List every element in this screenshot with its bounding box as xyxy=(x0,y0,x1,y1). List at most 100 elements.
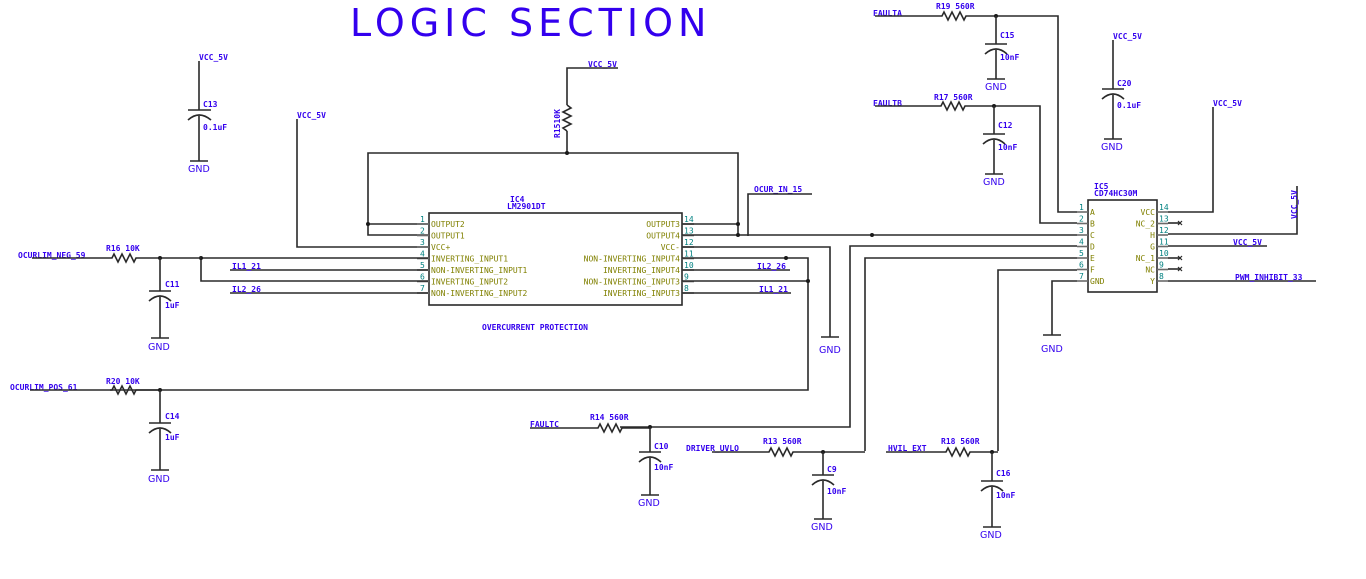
r18-label: R18 560R xyxy=(941,437,980,446)
capacitor-c12[interactable]: C12 10nF GND xyxy=(982,106,1017,188)
capacitor-c11[interactable]: C11 1uF GND xyxy=(148,258,180,353)
pin-name: D xyxy=(1090,243,1095,252)
resistor-r16[interactable]: OCURLIM_NEG_59 R16 10K xyxy=(18,244,201,264)
r20-label: R20 10K xyxy=(106,377,140,386)
c16-ref: C16 xyxy=(996,469,1011,478)
pin-number: 1 xyxy=(1079,203,1084,212)
gnd-label: GND xyxy=(638,498,660,509)
pin-11[interactable]: 11G xyxy=(1150,238,1169,252)
c14-ref: C14 xyxy=(165,412,180,421)
c11-value: 1uF xyxy=(165,301,180,310)
net-label-vcc: VCC_5V xyxy=(1233,238,1262,247)
pin-number: 1 xyxy=(420,215,425,224)
resistor-r13[interactable]: DRIVER_UVLO R13 560R xyxy=(686,437,865,458)
pin-number: 2 xyxy=(420,227,425,236)
pin-number: 9 xyxy=(1159,261,1164,270)
ic4-vcc-net: VCC_5V xyxy=(296,111,428,248)
pin-name: VCC xyxy=(1141,208,1156,217)
net-label-ocurlim-pos: OCURLIM_POS_61 xyxy=(10,383,78,392)
c20-value: 0.1uF xyxy=(1117,101,1141,110)
pin-name: G xyxy=(1150,243,1155,252)
pin-number: 2 xyxy=(1079,215,1084,224)
gnd-label: GND xyxy=(148,474,170,485)
pin-2[interactable]: 2B xyxy=(1077,215,1095,229)
pin-name: VCC+ xyxy=(431,243,450,252)
no-connect-marker xyxy=(1177,266,1183,272)
c15-value: 10nF xyxy=(1000,53,1019,62)
c9-value: 10nF xyxy=(827,487,846,496)
net-label-il1: IL1_21 xyxy=(759,285,788,294)
pin-name: INVERTING_INPUT4 xyxy=(603,266,680,275)
capacitor-c14[interactable]: C14 1uF GND xyxy=(148,390,180,485)
capacitor-c16[interactable]: C16 10nF GND xyxy=(980,452,1015,541)
r14-label: R14 560R xyxy=(590,413,629,422)
resistor-r18[interactable]: HVIL_EXT R18 560R xyxy=(886,437,998,458)
pin-8[interactable]: 8Y xyxy=(1150,272,1168,286)
capacitor-c9[interactable]: C9 10nF GND xyxy=(811,452,846,533)
pin-name: NON-INVERTING_INPUT3 xyxy=(584,278,681,287)
pin-number: 13 xyxy=(684,227,694,236)
pin-number: 7 xyxy=(1079,272,1084,281)
resistor-r15[interactable]: VCC_5V R1510K xyxy=(553,60,618,153)
ic4-ref: IC4 xyxy=(510,195,525,204)
pin-name: INVERTING_INPUT3 xyxy=(603,289,680,298)
gnd-label: GND xyxy=(148,342,170,353)
net-label-faultc: FAULTC xyxy=(530,420,559,429)
pin-5[interactable]: 5E xyxy=(1077,249,1095,263)
net-label-driver-uvlo: DRIVER_UVLO xyxy=(686,444,739,453)
pin-number: 12 xyxy=(1159,226,1169,235)
capacitor-c10[interactable]: C10 10nF GND xyxy=(638,427,673,509)
pin-name: INVERTING_INPUT1 xyxy=(431,255,508,264)
sheet-title: LOGIC SECTION xyxy=(350,1,711,45)
pin-name: GND xyxy=(1090,277,1105,286)
pin-number: 3 xyxy=(1079,226,1084,235)
pin-6[interactable]: 6F xyxy=(1077,261,1095,275)
pin-number: 5 xyxy=(420,261,425,270)
c12-ref: C12 xyxy=(998,121,1013,130)
resistor-r19[interactable]: FAULTA R19 560R xyxy=(873,2,1077,213)
resistor-r20[interactable]: OCURLIM_POS_61 R20 10K xyxy=(10,377,162,396)
c11-ref: C11 xyxy=(165,280,180,289)
c20-ref: C20 xyxy=(1117,79,1132,88)
pin-number: 8 xyxy=(1159,272,1164,281)
pin-number: 10 xyxy=(684,261,694,270)
pin-3[interactable]: 3C xyxy=(1077,226,1095,240)
capacitor-c15[interactable]: C15 10nF GND xyxy=(984,16,1019,93)
pin-name: B xyxy=(1090,220,1095,229)
ic4-lm2901dt[interactable]: IC4 LM2901DT 1OUTPUT22OUTPUT13VCC+4INVER… xyxy=(417,195,694,306)
c16-value: 10nF xyxy=(996,491,1015,500)
net-label-ocurlim-neg: OCURLIM_NEG_59 xyxy=(18,251,86,260)
pin-name: C xyxy=(1090,231,1095,240)
capacitor-c20[interactable]: VCC_5V C20 0.1uF GND xyxy=(1101,32,1142,153)
pin-number: 13 xyxy=(1159,215,1169,224)
pin-name: NON-INVERTING_INPUT4 xyxy=(584,255,681,264)
pin-1[interactable]: 1A xyxy=(1077,203,1095,217)
pin-4[interactable]: 4D xyxy=(1077,238,1095,252)
net-label-vcc: VCC_5V xyxy=(297,111,326,120)
pin-name: A xyxy=(1090,208,1095,217)
pin-number: 11 xyxy=(1159,238,1169,247)
gnd-label: GND xyxy=(188,164,210,175)
capacitor-c13[interactable]: VCC_5V C13 0.1uF GND xyxy=(187,53,228,175)
c10-ref: C10 xyxy=(654,442,669,451)
pin-number: 12 xyxy=(684,238,694,247)
resistor-r14[interactable]: FAULTC R14 560R xyxy=(530,413,652,434)
r16-label: R16 10K xyxy=(106,244,140,253)
pin-12[interactable]: 12H xyxy=(1150,226,1169,240)
open-collector-bus xyxy=(367,152,739,235)
gnd-label: GND xyxy=(983,177,1005,188)
pin-number: 7 xyxy=(420,284,425,293)
resistor-r17[interactable]: FAULTB R17 560R xyxy=(873,93,1077,224)
pin-number: 14 xyxy=(1159,203,1169,212)
ic5-ref: IC5 xyxy=(1094,182,1109,191)
pin-9[interactable]: 9NC xyxy=(1145,261,1168,275)
